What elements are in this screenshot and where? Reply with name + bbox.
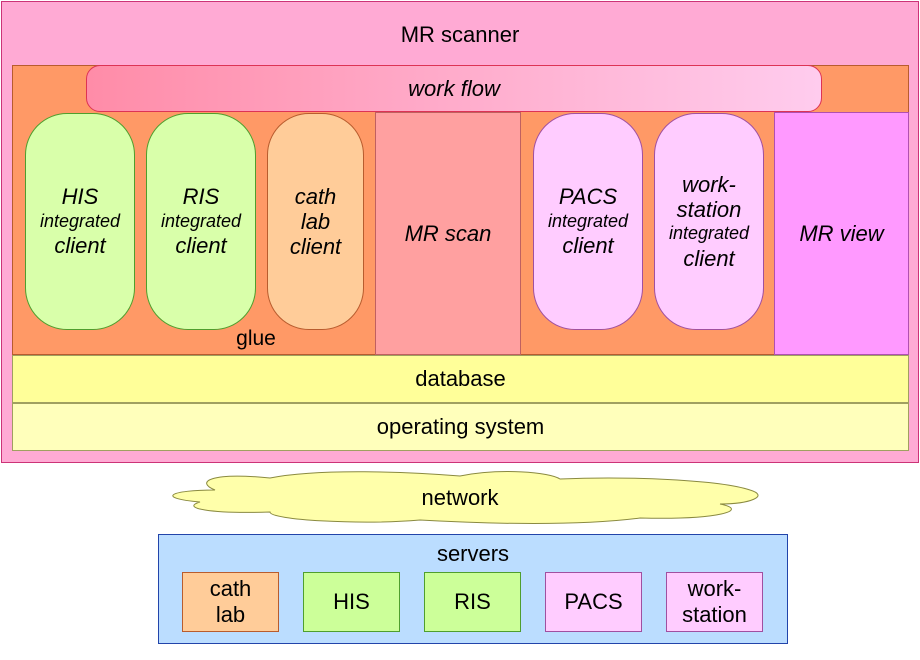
server-ris: RIS — [424, 572, 521, 632]
server-line-2: lab — [215, 602, 246, 627]
client-qualifier: integrated — [547, 210, 629, 231]
workstation-integrated-client: work- station integrated client — [654, 113, 764, 330]
operating-system-layer: operating system — [12, 403, 909, 451]
client-suffix: client — [683, 245, 735, 271]
client-qualifier: integrated — [160, 210, 242, 231]
cath-lab-client: cath lab client — [267, 113, 364, 330]
glue-label: glue — [236, 327, 276, 350]
server-line-1: cath — [209, 575, 252, 601]
client-line-1: cath — [294, 183, 337, 209]
server-pacs: PACS — [545, 572, 642, 632]
server-his: HIS — [303, 572, 400, 632]
client-suffix: client — [562, 233, 614, 259]
pacs-integrated-client: PACS integrated client — [533, 113, 643, 330]
mr-scan-block: MR scan — [375, 112, 521, 355]
mr-scanner-title: MR scanner — [400, 22, 520, 47]
servers-title: servers — [436, 541, 510, 566]
client-line-2: station — [676, 197, 742, 222]
server-line-2: station — [682, 602, 747, 627]
client-name: HIS — [61, 184, 99, 210]
client-line-3: client — [289, 234, 342, 260]
server-line-1: RIS — [454, 588, 491, 614]
server-workstation: work- station — [666, 572, 763, 632]
server-line-1: work- — [687, 575, 742, 601]
network-label: network — [421, 485, 499, 510]
server-cath-lab: cath lab — [182, 572, 279, 632]
client-qualifier: integrated — [39, 210, 121, 231]
client-name: PACS — [558, 184, 618, 210]
client-suffix: client — [175, 233, 227, 259]
network-cloud-icon — [172, 471, 759, 524]
his-integrated-client: HIS integrated client — [25, 113, 135, 330]
client-qualifier: integrated — [668, 223, 750, 244]
server-line-1: HIS — [333, 588, 370, 614]
database-layer: database — [12, 355, 909, 403]
client-line-2: lab — [300, 208, 331, 234]
work-flow-bar: work flow — [86, 65, 822, 112]
ris-integrated-client: RIS integrated client — [146, 113, 256, 330]
server-line-1: PACS — [564, 588, 623, 614]
mr-view-block: MR view — [774, 112, 909, 355]
client-line-1: work- — [682, 171, 736, 197]
client-name: RIS — [182, 184, 220, 210]
client-suffix: client — [54, 233, 106, 259]
